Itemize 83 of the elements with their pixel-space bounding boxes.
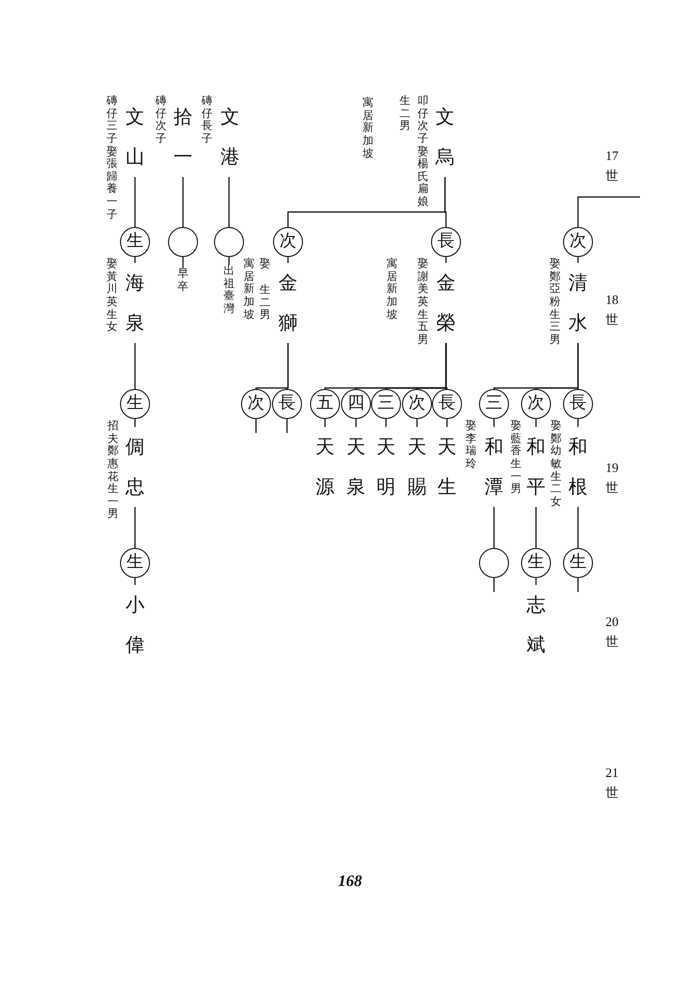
person-name: 天生 xyxy=(437,435,457,500)
person-name: 天泉 xyxy=(346,435,366,500)
lineage-line xyxy=(182,257,184,268)
person-name: 文烏 xyxy=(435,105,455,170)
person-name: 金獅 xyxy=(278,271,298,336)
annotation-text: 叩仔次子娶楊氏扁娘 xyxy=(417,95,429,209)
person-name: 海泉 xyxy=(125,271,145,336)
generation-label: 18世 xyxy=(604,291,620,328)
rank-circle: 次 xyxy=(563,227,593,257)
empty-circle xyxy=(214,227,244,257)
rank-circle: 次 xyxy=(521,389,551,419)
lineage-line xyxy=(577,196,640,227)
person-name: 清水 xyxy=(568,271,588,336)
annotation-text: 娶藍香生一男 xyxy=(510,420,522,496)
rank-circle: 生 xyxy=(120,548,150,578)
rank-circle: 次 xyxy=(273,227,303,257)
person-name: 文山 xyxy=(125,105,145,170)
note-text: 出祖臺灣 xyxy=(223,265,235,316)
annotation-text: 生二男 xyxy=(399,95,411,133)
annotation-text: 寓居新加坡 xyxy=(362,97,374,160)
rank-circle: 長 xyxy=(563,389,593,419)
page-number: 168 xyxy=(338,873,362,891)
annotation-text: 娶李瑞玲 xyxy=(465,420,477,471)
lineage-line xyxy=(493,343,579,390)
generation-label: 21世 xyxy=(604,764,620,802)
rank-circle: 次 xyxy=(241,389,271,419)
person-name: 天源 xyxy=(315,435,335,500)
rank-circle: 生 xyxy=(120,389,150,419)
empty-circle xyxy=(479,548,509,578)
rank-circle: 四 xyxy=(341,389,371,419)
annotation-text: 招夫鄭惠花生一男 xyxy=(107,420,119,522)
rank-circle: 三 xyxy=(479,389,509,419)
person-name: 和平 xyxy=(526,435,546,500)
rank-circle: 長 xyxy=(432,389,462,419)
rank-circle: 長 xyxy=(272,389,302,419)
person-name: 天明 xyxy=(376,435,396,500)
lineage-line xyxy=(577,507,579,548)
annotation-text: 娶 xyxy=(259,258,271,271)
annotation-text: 磚仔次子 xyxy=(155,95,167,146)
rank-circle: 五 xyxy=(310,389,340,419)
person-name: 天賜 xyxy=(407,435,427,500)
person-name: 金榮 xyxy=(436,271,456,336)
generation-label: 20世 xyxy=(604,613,620,650)
annotation-text: 寓居新加坡 xyxy=(243,258,255,322)
lineage-line xyxy=(287,177,446,227)
generation-label: 17世 xyxy=(604,147,620,184)
person-name: 和潭 xyxy=(484,435,504,500)
annotation-text: 磚仔長子 xyxy=(201,95,213,146)
lineage-line xyxy=(134,343,136,389)
annotation-text: 娶鄭幼敏生二女 xyxy=(550,420,562,508)
lineage-line xyxy=(324,343,447,390)
person-name: 拾一 xyxy=(173,105,193,170)
lineage-line xyxy=(182,177,184,227)
rank-circle: 三 xyxy=(371,389,401,419)
annotation-text: 娶黃川英生女 xyxy=(106,258,118,334)
person-name: 小偉 xyxy=(125,593,145,658)
annotation-text: 娶鄭亞粉生三男 xyxy=(549,258,561,346)
lineage-line xyxy=(134,507,136,548)
lineage-line xyxy=(286,419,288,433)
lineage-line xyxy=(228,177,230,227)
annotation-text: 寓居新加坡 xyxy=(386,258,398,322)
note-text: 早卒 xyxy=(177,268,189,294)
rank-circle: 長 xyxy=(431,227,461,257)
person-name: 倜忠 xyxy=(125,435,145,500)
lineage-line xyxy=(535,507,537,548)
generation-label: 19世 xyxy=(604,459,620,496)
lineage-line xyxy=(134,177,136,227)
lineage-line xyxy=(493,507,495,548)
annotation-text: 生二男 xyxy=(259,284,271,322)
lineage-line xyxy=(255,419,257,433)
annotation-text: 娶謝美英生五男 xyxy=(417,258,429,346)
person-name: 文港 xyxy=(220,105,240,170)
rank-circle: 生 xyxy=(120,227,150,257)
person-name: 和根 xyxy=(568,435,588,500)
lineage-line xyxy=(255,343,289,390)
rank-circle: 生 xyxy=(563,548,593,578)
rank-circle: 次 xyxy=(402,389,432,419)
empty-circle xyxy=(168,227,198,257)
person-name: 志斌 xyxy=(526,593,546,658)
lineage-line xyxy=(577,578,579,592)
lineage-line xyxy=(493,578,495,592)
rank-circle: 生 xyxy=(521,548,551,578)
annotation-text: 磚仔三子娶張歸養一子 xyxy=(106,95,118,222)
